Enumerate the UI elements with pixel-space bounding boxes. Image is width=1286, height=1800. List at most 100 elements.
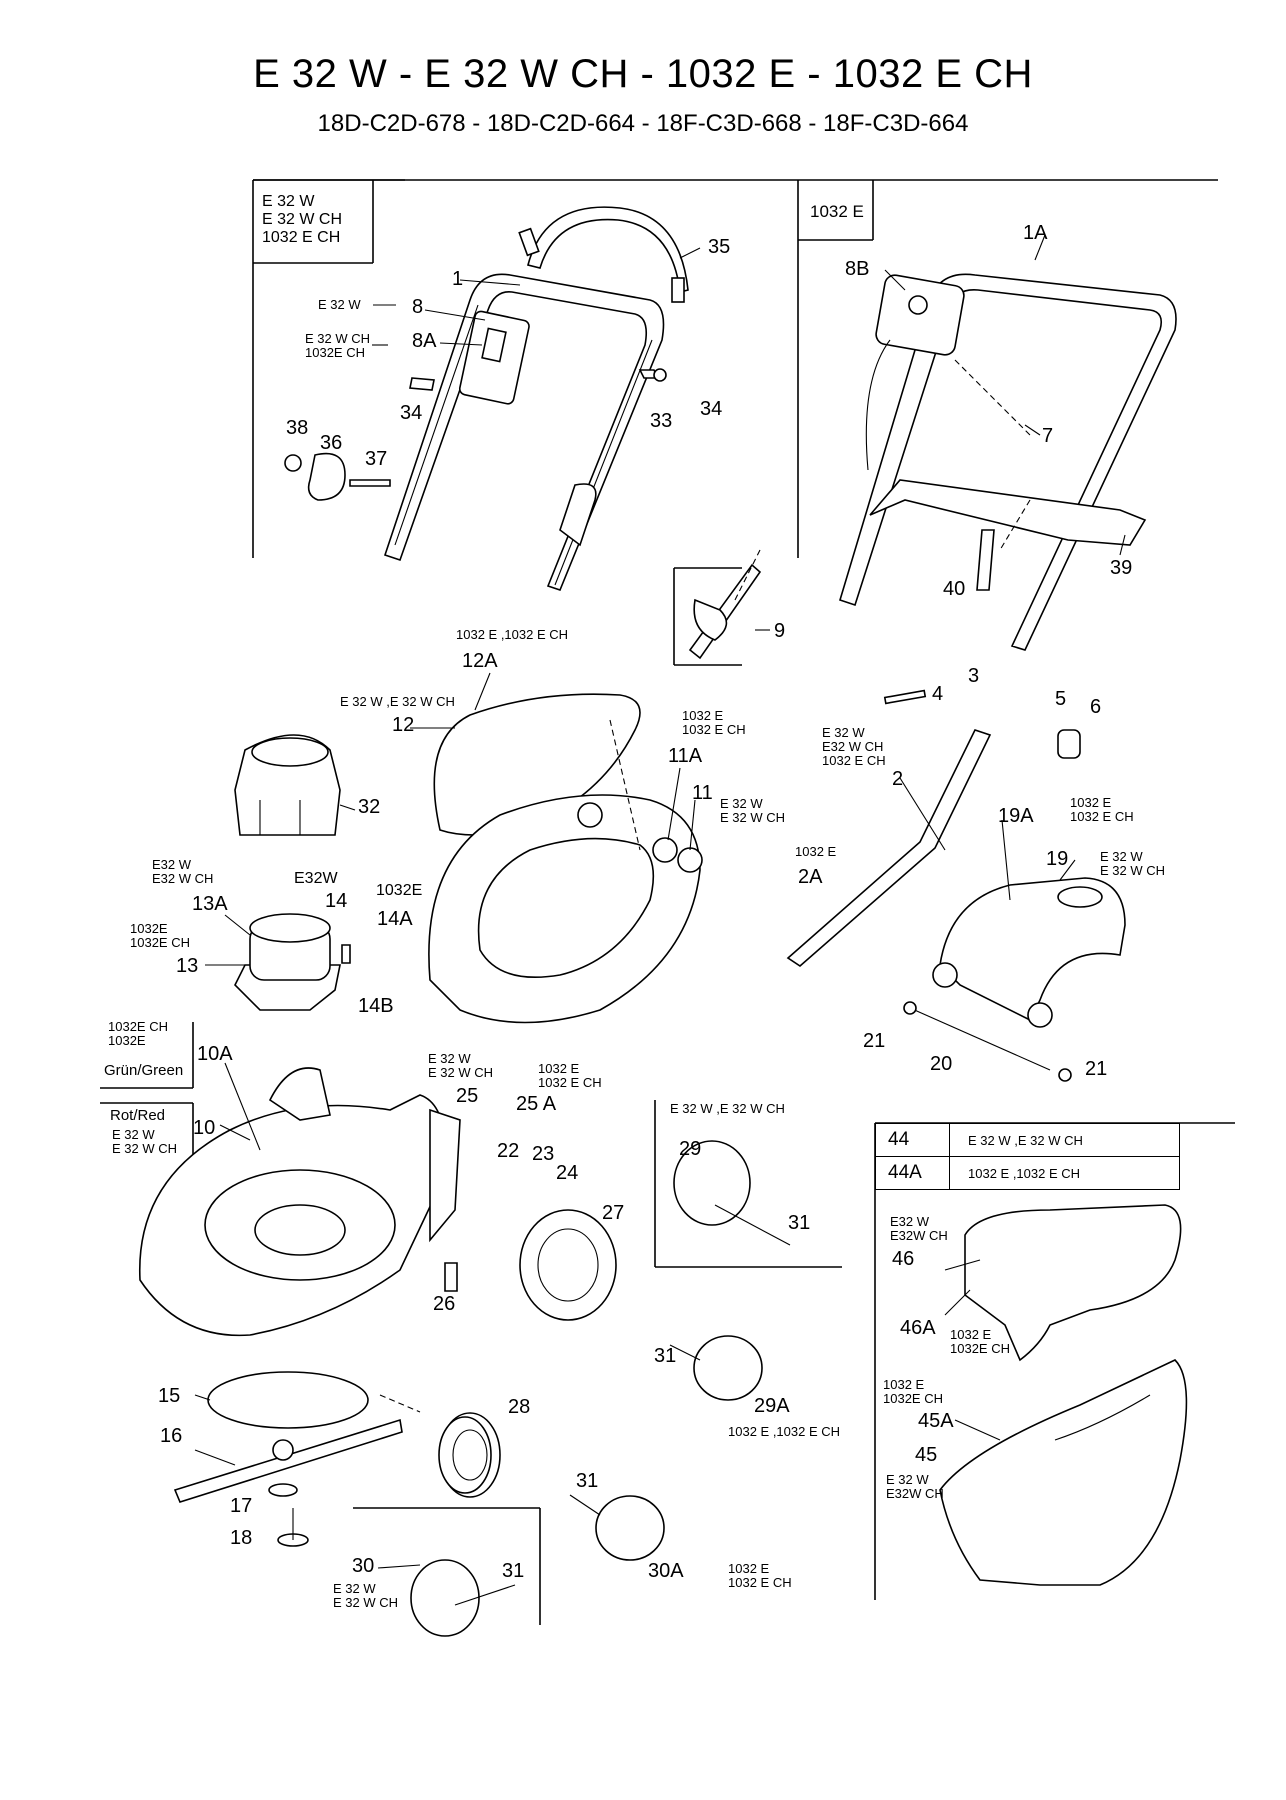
right-panel-model: 1032 E xyxy=(810,202,864,221)
callout-8A: 8A xyxy=(412,330,437,352)
callout-29: 29 xyxy=(679,1138,702,1160)
label-25A-models: 1032 E 1032 E CH xyxy=(538,1062,602,1090)
variant-table: 44 E 32 W ,E 32 W CH 44A 1032 E ,1032 E … xyxy=(875,1123,1180,1190)
callout-1: 1 xyxy=(452,268,464,290)
label-19-models: E 32 W E 32 W CH xyxy=(1100,850,1165,878)
callout-31-c: 31 xyxy=(576,1470,599,1492)
label-line: E 32 W xyxy=(822,725,865,740)
callout-11A: 11A xyxy=(668,745,703,767)
label-line: 1032 E xyxy=(728,1561,770,1576)
label-11-models: E 32 W E 32 W CH xyxy=(720,797,785,825)
label-red-wire: Rot/Red xyxy=(110,1107,166,1124)
callout-37: 37 xyxy=(365,448,388,470)
model-codes: 18D-C2D-678 - 18D-C2D-664 - 18F-C3D-668 … xyxy=(317,110,969,137)
callout-31-b: 31 xyxy=(654,1345,677,1367)
callout-5: 5 xyxy=(1055,688,1067,710)
callout-12: 12 xyxy=(392,714,415,736)
callout-26: 26 xyxy=(433,1293,456,1315)
label-line: E 32 W xyxy=(428,1051,471,1066)
callout-19: 19 xyxy=(1046,848,1069,870)
model-1032ech: 1032 E CH xyxy=(262,229,341,246)
label-12-models: E 32 W ,E 32 W CH xyxy=(340,694,455,709)
label-green-wire: Grün/Green xyxy=(104,1062,184,1079)
label-line: 1032 E CH xyxy=(682,722,746,737)
label-line: E 32 W CH xyxy=(428,1065,494,1080)
model-e32w: E 32 W xyxy=(262,193,315,210)
label-line: 1032 E CH xyxy=(538,1075,602,1090)
label-29-models: E 32 W ,E 32 W CH xyxy=(670,1101,785,1116)
callout-38: 38 xyxy=(286,417,309,439)
callout-10: 10 xyxy=(193,1117,216,1139)
callout-15: 15 xyxy=(158,1385,181,1407)
label-12A-models: 1032 E ,1032 E CH xyxy=(456,627,569,642)
callout-23: 23 xyxy=(532,1143,555,1165)
callout-46A: 46A xyxy=(900,1317,936,1339)
motor xyxy=(234,913,351,1011)
callout-28: 28 xyxy=(508,1396,531,1418)
cable-clip-detail xyxy=(688,549,762,660)
label-line: E32W CH xyxy=(890,1228,948,1243)
label-2A-model: 1032 E xyxy=(795,844,837,859)
table-cell-models: E 32 W ,E 32 W CH xyxy=(949,1123,1180,1157)
label-red-models: E 32 W E 32 W CH xyxy=(112,1128,177,1156)
label-14-model: E32W xyxy=(294,870,338,887)
callout-27: 27 xyxy=(602,1202,625,1224)
callout-8: 8 xyxy=(412,296,424,318)
label-line: E 32 W CH xyxy=(1100,863,1166,878)
label-line: E 32 W CH xyxy=(305,331,371,346)
callout-14A: 14A xyxy=(377,908,413,930)
callout-3: 3 xyxy=(968,665,980,687)
callout-22: 22 xyxy=(497,1140,520,1162)
callout-7: 7 xyxy=(1042,425,1054,447)
label-line: E 32 W CH xyxy=(720,810,786,825)
callout-11: 11 xyxy=(692,782,713,804)
table-row: 44A 1032 E ,1032 E CH xyxy=(875,1156,1180,1190)
label-46-models: E32 W E32W CH xyxy=(890,1215,948,1243)
table-row: 44 E 32 W ,E 32 W CH xyxy=(875,1123,1180,1157)
callout-9: 9 xyxy=(774,620,786,642)
label-line: E 32 W xyxy=(1100,849,1143,864)
label-line: E32 W xyxy=(890,1214,930,1229)
label-45A-models: 1032 E 1032E CH xyxy=(883,1378,943,1406)
callout-29A: 29A xyxy=(754,1395,790,1417)
label-line: 1032E xyxy=(130,921,168,936)
lower-handle xyxy=(786,689,1081,968)
label-line: E 32 W CH xyxy=(333,1595,399,1610)
callout-18: 18 xyxy=(230,1527,253,1549)
label-line: 1032 E xyxy=(1070,795,1112,810)
label-line: E32 W CH xyxy=(152,871,214,886)
label-2-models: E 32 W E32 W CH 1032 E CH xyxy=(822,726,886,768)
callout-40: 40 xyxy=(943,578,966,600)
callout-45: 45 xyxy=(915,1444,938,1466)
callout-leaders xyxy=(194,234,1126,1569)
callout-33: 33 xyxy=(650,410,673,432)
callout-24: 24 xyxy=(556,1162,579,1184)
callout-12A: 12A xyxy=(462,650,498,672)
label-25-models: E 32 W E 32 W CH xyxy=(428,1052,493,1080)
callout-1A: 1A xyxy=(1023,222,1048,244)
label-29A-models: 1032 E ,1032 E CH xyxy=(728,1424,841,1439)
label-line: 1032 E xyxy=(883,1377,925,1392)
callout-17: 17 xyxy=(230,1495,253,1517)
grass-box xyxy=(939,1204,1188,1586)
table-cell-models: 1032 E ,1032 E CH xyxy=(949,1156,1180,1190)
callout-19A: 19A xyxy=(998,805,1034,827)
callout-14B: 14B xyxy=(358,995,394,1017)
callout-36: 36 xyxy=(320,432,343,454)
callout-21-right: 21 xyxy=(1085,1058,1108,1080)
callout-30: 30 xyxy=(352,1555,375,1577)
callout-10A: 10A xyxy=(197,1043,233,1065)
callout-8B: 8B xyxy=(845,258,870,280)
upper-handle-right xyxy=(839,273,1177,651)
mower-deck xyxy=(138,1067,461,1337)
callout-31-d: 31 xyxy=(502,1560,525,1582)
model-e32wch: E 32 W CH xyxy=(262,211,343,228)
label-line: 1032 E xyxy=(950,1327,992,1342)
table-cell-part: 44 xyxy=(875,1123,950,1157)
label-line: E 32 W xyxy=(333,1581,376,1596)
callout-25A: 25 A xyxy=(516,1093,557,1115)
clamp-parts-36-38 xyxy=(284,452,391,501)
left-panel-model-list: E 32 W E 32 W CH 1032 E CH xyxy=(262,193,342,247)
label-line: 1032 E xyxy=(538,1061,580,1076)
